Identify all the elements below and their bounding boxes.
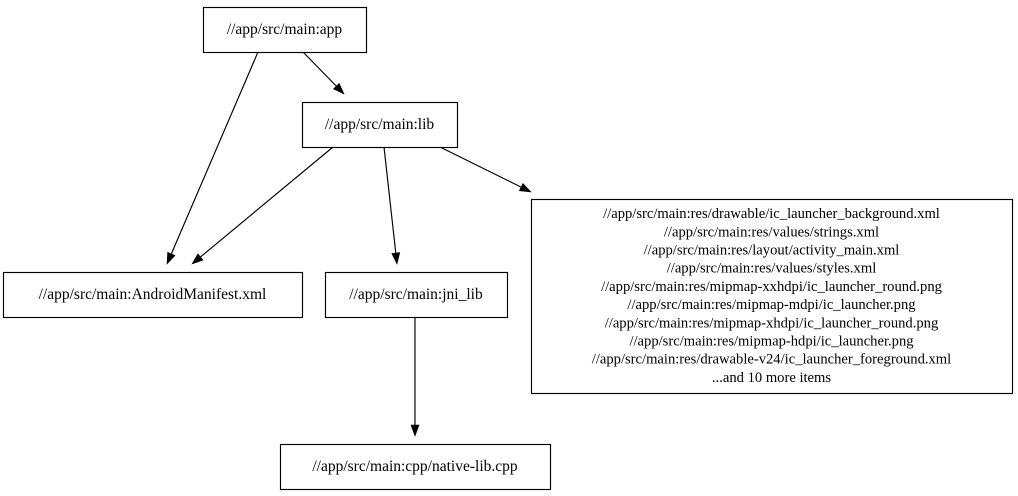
edge-arrowhead-lib-to-res-bundle: [518, 183, 532, 193]
edge-arrowhead-jni-lib-to-native-lib-cpp: [410, 424, 420, 437]
edge-line-lib-to-res-bundle: [439, 146, 522, 188]
edge-arrowhead-app-to-manifest: [166, 251, 176, 265]
node-label-line: //app/src/main:res/drawable/ic_launcher_…: [603, 206, 940, 222]
node-box-manifest[interactable]: [2, 271, 304, 319]
edge-line-lib-to-manifest: [200, 146, 334, 258]
graph-node-native_lib_cpp[interactable]: //app/src/main:cpp/native-lib.cpp: [279, 443, 552, 491]
edge-line-app-to-manifest: [170, 51, 259, 255]
graph-edge: [410, 317, 420, 437]
node-label-lib: //app/src/main:lib: [325, 116, 435, 133]
node-label-jni_lib: //app/src/main:jni_lib: [349, 286, 483, 303]
graph-edge: [302, 51, 345, 95]
node-label-line: //app/src/main:res/mipmap-mdpi/ic_launch…: [627, 297, 916, 313]
node-label-app: //app/src/main:app: [227, 21, 343, 38]
edge-arrowhead-app-to-lib: [332, 82, 345, 95]
graph-edge: [166, 51, 259, 265]
graph-node-lib[interactable]: //app/src/main:lib: [301, 101, 459, 149]
edge-arrowhead-lib-to-manifest: [191, 253, 204, 265]
node-label-line: //app/src/main:res/drawable-v24/ic_launc…: [592, 352, 951, 368]
graph-node-jni_lib[interactable]: //app/src/main:jni_lib: [324, 271, 509, 319]
node-label-line: //app/src/main:res/mipmap-xhdpi/ic_launc…: [605, 315, 939, 331]
graph-node-res_bundle[interactable]: //app/src/main:res/drawable/ic_launcher_…: [530, 198, 1014, 395]
node-label-line: ...and 10 more items: [712, 370, 831, 386]
nodes-layer: //app/src/main:app //app/src/main:lib //ap…: [2, 6, 1014, 491]
node-label-manifest: //app/src/main:AndroidManifest.xml: [39, 286, 267, 303]
graph-edge: [191, 146, 334, 265]
edge-line-app-to-lib: [302, 51, 337, 87]
node-label-line: //app/src/main:res/mipmap-xxhdpi/ic_laun…: [601, 279, 943, 295]
node-box-lib[interactable]: [301, 101, 459, 149]
edge-line-lib-to-jni-lib: [383, 146, 397, 254]
node-label-line: //app/src/main:res/values/strings.xml: [664, 224, 879, 240]
graph-edge: [383, 146, 401, 265]
graph-node-manifest[interactable]: //app/src/main:AndroidManifest.xml: [2, 271, 304, 319]
node-label-native_lib_cpp: //app/src/main:cpp/native-lib.cpp: [312, 458, 518, 475]
node-box-jni_lib[interactable]: [324, 271, 509, 319]
node-label-line: //app/src/main:res/mipmap-hdpi/ic_launch…: [629, 334, 914, 350]
node-box-native_lib_cpp[interactable]: [279, 443, 552, 491]
graph-node-app[interactable]: //app/src/main:app: [202, 6, 368, 54]
node-box-app[interactable]: [202, 6, 368, 54]
node-label-line: //app/src/main:res/layout/activity_main.…: [644, 243, 900, 259]
graph-edge: [439, 146, 532, 193]
node-box-res_bundle[interactable]: [530, 198, 1014, 395]
node-label-res_bundle: //app/src/main:res/drawable/ic_launcher_…: [592, 206, 951, 386]
edges-layer: [166, 51, 532, 437]
edge-arrowhead-lib-to-jni-lib: [391, 252, 401, 265]
node-label-line: //app/src/main:res/values/styles.xml: [667, 261, 877, 277]
